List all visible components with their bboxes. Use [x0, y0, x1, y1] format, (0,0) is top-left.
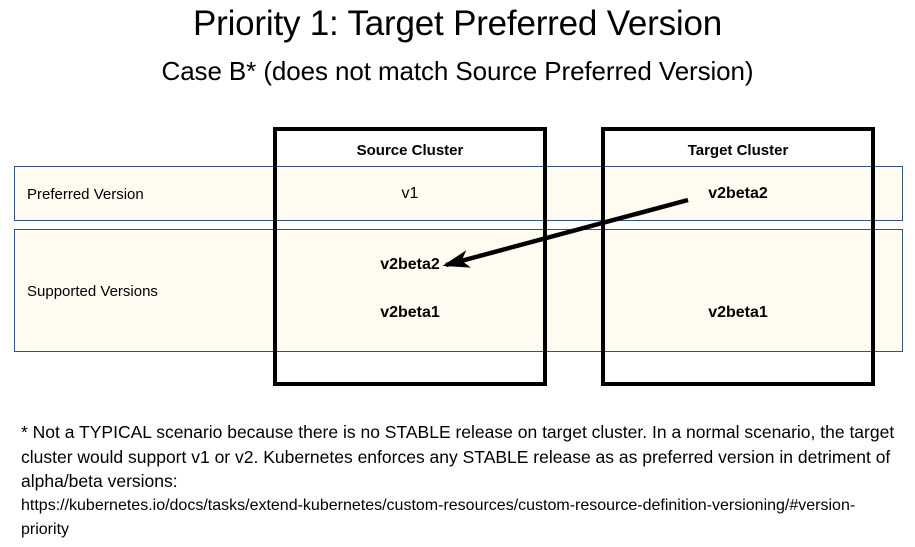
source-cluster-title: Source Cluster	[356, 142, 464, 159]
footnote: * Not a TYPICAL scenario because there i…	[21, 420, 899, 542]
source-preferred-version-value: v1	[401, 185, 419, 202]
page-title: Priority 1: Target Preferred Version	[192, 4, 723, 43]
target-cluster-box: Target Cluster	[601, 127, 875, 386]
footnote-text: * Not a TYPICAL scenario because there i…	[21, 422, 895, 491]
target-preferred-version-value: v2beta2	[708, 185, 768, 202]
footnote-url: https://kubernetes.io/docs/tasks/extend-…	[21, 496, 856, 538]
page-subtitle: Case B* (does not match Source Preferred…	[161, 56, 754, 86]
source-supported-version-1: v2beta2	[380, 256, 440, 273]
target-supported-version-1: v2beta1	[708, 304, 768, 321]
row-label-preferred-version: Preferred Version	[27, 186, 144, 203]
source-supported-version-2: v2beta1	[380, 304, 440, 321]
target-cluster-title: Target Cluster	[687, 142, 789, 159]
row-label-supported-versions: Supported Versions	[27, 283, 158, 300]
